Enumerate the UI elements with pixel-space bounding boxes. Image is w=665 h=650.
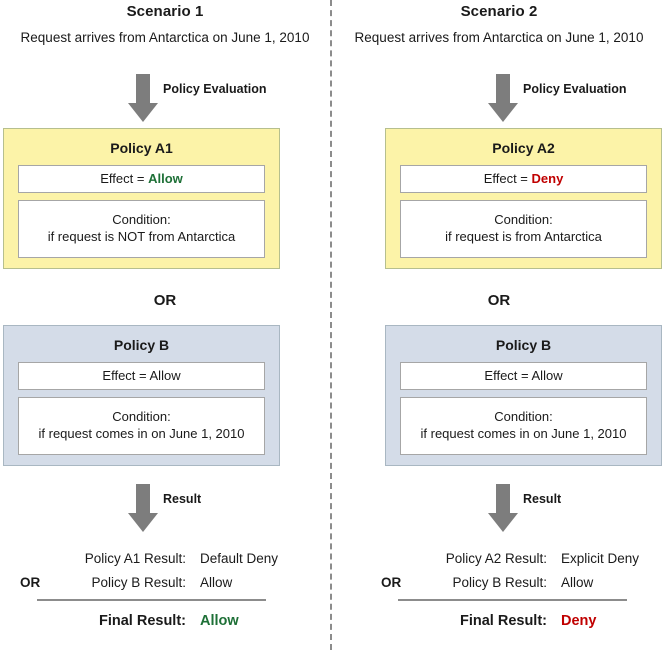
result-or-spacer: [381, 546, 419, 570]
arrow-shaft: [496, 74, 510, 105]
request-description: Request arrives from Antarctica on June …: [20, 30, 310, 45]
table-row: Final Result: Deny: [381, 601, 665, 632]
policy-b-name: Policy B: [495, 337, 552, 353]
table-row: OR Policy B Result: Allow: [381, 570, 665, 594]
final-result-table: Final Result: Allow: [20, 601, 310, 632]
policy-a-condition-heading: Condition:: [494, 212, 553, 227]
scenario-title: Scenario 1: [126, 3, 204, 20]
policy-a-card: Policy A2 Effect = Deny Condition: if re…: [385, 128, 662, 269]
final-result-label: Final Result:: [459, 613, 547, 629]
policy-a-effect-row: Effect = Allow: [18, 165, 265, 193]
policy-a-name: Policy A1: [110, 140, 173, 156]
result-row2-label: Policy B Result:: [452, 574, 547, 590]
policy-b-effect-label: Effect =: [484, 368, 532, 383]
result-or-label: OR: [381, 574, 402, 590]
policy-b-effect-value: Allow: [531, 368, 563, 383]
arrow-head: [488, 103, 518, 122]
policy-a-effect-label: Effect =: [100, 171, 149, 186]
request-description: Request arrives from Antarctica on June …: [354, 30, 644, 45]
table-row: Policy A2 Result: Explicit Deny: [381, 546, 665, 570]
policy-a-condition-heading: Condition:: [112, 212, 171, 227]
result-row1-label: Policy A2 Result:: [445, 550, 547, 566]
policy-a-effect-row: Effect = Deny: [400, 165, 647, 193]
result-divider-rule: [37, 599, 266, 601]
arrow-shaft: [496, 484, 510, 515]
policy-a-name: Policy A2: [492, 140, 555, 156]
final-result-table: Final Result: Deny: [381, 601, 665, 632]
policy-b-name: Policy B: [113, 337, 170, 353]
arrow-head: [128, 513, 158, 532]
policy-b-effect-row: Effect = Allow: [400, 362, 647, 390]
policy-b-effect-row: Effect = Allow: [18, 362, 265, 390]
scenario-title: Scenario 2: [460, 3, 538, 20]
result-or-label: OR: [20, 574, 41, 590]
policy-b-card: Policy B Effect = Allow Condition: if re…: [385, 325, 662, 466]
policy-a-condition-row: Condition: if request is from Antarctica: [400, 200, 647, 258]
result-table: Policy A2 Result: Explicit Deny OR Polic…: [381, 546, 665, 594]
policy-b-condition-heading: Condition:: [112, 409, 171, 424]
policy-b-condition-row: Condition: if request comes in on June 1…: [400, 397, 647, 455]
policy-b-card: Policy B Effect = Allow Condition: if re…: [3, 325, 280, 466]
result-row2-value: Allow: [561, 574, 594, 590]
final-or-spacer: [20, 601, 58, 632]
result-row1-label: Policy A1 Result:: [84, 550, 186, 566]
policy-a-card: Policy A1 Effect = Allow Condition: if r…: [3, 128, 280, 269]
policy-b-condition-text: if request comes in on June 1, 2010: [38, 426, 245, 441]
policy-b-condition-row: Condition: if request comes in on June 1…: [18, 397, 265, 455]
arrow-head: [488, 513, 518, 532]
policy-a-effect-value: Deny: [531, 171, 564, 186]
result-arrow-icon: [488, 484, 518, 532]
policy-evaluation-arrow-label: Policy Evaluation: [163, 82, 267, 96]
policy-b-condition-heading: Condition:: [494, 409, 553, 424]
result-arrow-label: Result: [163, 492, 202, 506]
policy-evaluation-arrow-label: Policy Evaluation: [523, 82, 627, 96]
scenario-2-panel: Scenario 2 Request arrives from Antarcti…: [333, 0, 665, 650]
result-row1-value: Default Deny: [200, 550, 279, 566]
result-row2-label: Policy B Result:: [91, 574, 186, 590]
result-arrow-label: Result: [523, 492, 562, 506]
policy-a-effect-value: Allow: [148, 171, 183, 186]
result-summary: Policy A2 Result: Explicit Deny OR Polic…: [381, 546, 665, 632]
arrow-shaft: [136, 74, 150, 105]
policy-b-condition-text: if request comes in on June 1, 2010: [420, 426, 627, 441]
result-summary: Policy A1 Result: Default Deny OR Policy…: [20, 546, 310, 632]
final-result-value: Allow: [200, 613, 239, 629]
final-or-spacer: [381, 601, 419, 632]
policy-a-condition-text: if request is NOT from Antarctica: [47, 229, 236, 244]
result-or-spacer: [20, 546, 58, 570]
policy-a-condition-row: Condition: if request is NOT from Antarc…: [18, 200, 265, 258]
policy-a-effect-label: Effect =: [483, 171, 532, 186]
result-arrow-icon: [128, 484, 158, 532]
result-table: Policy A1 Result: Default Deny OR Policy…: [20, 546, 310, 594]
result-divider-rule: [398, 599, 627, 601]
policy-a-condition-text: if request is from Antarctica: [445, 229, 602, 244]
result-row2-value: Allow: [200, 574, 233, 590]
arrow-head: [128, 103, 158, 122]
policy-evaluation-arrow-icon: [488, 74, 518, 122]
policy-evaluation-arrow-icon: [128, 74, 158, 122]
table-row: Policy A1 Result: Default Deny: [20, 546, 310, 570]
or-operator-label: OR: [153, 292, 177, 309]
policy-b-effect-label: Effect =: [102, 368, 150, 383]
or-operator-label: OR: [487, 292, 511, 309]
table-row: OR Policy B Result: Allow: [20, 570, 310, 594]
final-result-value: Deny: [561, 613, 597, 629]
table-row: Final Result: Allow: [20, 601, 310, 632]
scenario-divider: [330, 0, 332, 650]
arrow-shaft: [136, 484, 150, 515]
result-row1-value: Explicit Deny: [561, 550, 640, 566]
scenario-1-panel: Scenario 1 Request arrives from Antarcti…: [0, 0, 330, 650]
policy-b-effect-value: Allow: [149, 368, 181, 383]
final-result-label: Final Result:: [98, 613, 186, 629]
